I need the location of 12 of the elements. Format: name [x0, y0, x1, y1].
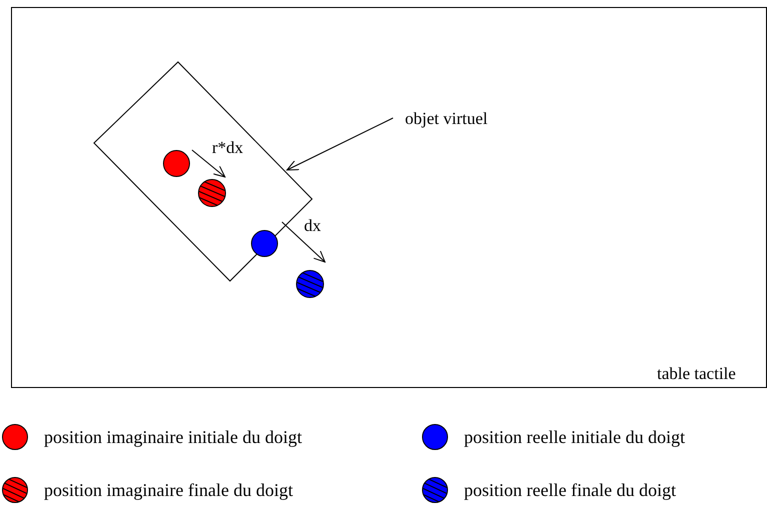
leader-line	[286, 118, 394, 170]
frame-caption: table tactile	[657, 365, 736, 382]
legend-text: position imaginaire finale du doigt	[44, 481, 293, 499]
legend-text: position imaginaire initiale du doigt	[44, 428, 302, 446]
edge-label: dx	[303, 217, 322, 234]
displacement-arrow	[282, 222, 326, 262]
table-frame	[11, 7, 767, 388]
legend-text: position reelle initiale du doigt	[464, 428, 685, 446]
displacement-arrow	[192, 150, 226, 178]
edge-label: r*dx	[211, 139, 244, 156]
callout-text: objet virtuel	[405, 110, 525, 128]
legend-text: position reelle finale du doigt	[464, 481, 676, 499]
